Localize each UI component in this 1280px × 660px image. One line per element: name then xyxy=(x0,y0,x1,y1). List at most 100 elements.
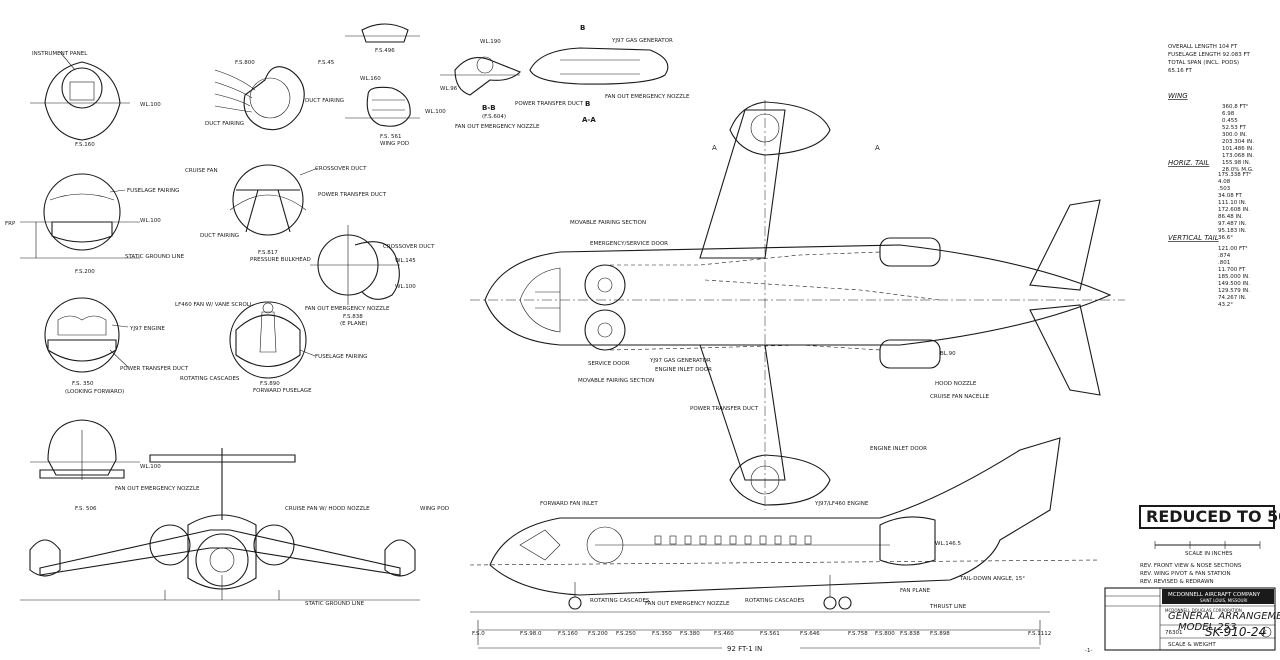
wing-title: WING xyxy=(1168,92,1188,100)
vert-tail-value: 74.267 IN. xyxy=(1218,295,1247,301)
overall-length-dimension: 92 FT-1 IN xyxy=(727,645,762,653)
vert-tail-title: VERTICAL TAIL xyxy=(1168,234,1219,242)
reduced-stamp: REDUCED TO 50% OF ORIGINAL xyxy=(1139,505,1280,529)
frp-label: FRP xyxy=(5,221,16,227)
svg-text:WL.100: WL.100 xyxy=(425,109,446,115)
horiz-tail-value: 97.487 IN. xyxy=(1218,221,1247,227)
wing-value: 6.98 xyxy=(1222,111,1235,117)
title-line-2: MODEL 253 xyxy=(1178,622,1236,633)
crossover-callout: CROSSOVER DUCT xyxy=(315,166,367,172)
horiz-tail-value: 4.08 xyxy=(1218,179,1231,185)
horiz-tail-value: 34.08 FT xyxy=(1218,193,1243,199)
cruise-fan-nacelle-callout: CRUISE FAN NACELLE xyxy=(930,394,990,400)
plan-view: A A MOVABLE FAIRING SECTION EMERGENCY/SE… xyxy=(470,100,1125,510)
section-fs838-top: F.S.800 F.S.45 DUCT FAIRING DUCT FAIRING xyxy=(205,60,344,131)
fuselage-fairing-callout: FUSELAGE FAIRING xyxy=(127,188,179,194)
section-fs838-sub: (E PLANE) xyxy=(340,321,367,327)
wing-value: 52.53 FT xyxy=(1222,125,1247,131)
general-data-line-1: OVERALL LENGTH 104 FT xyxy=(1168,44,1238,50)
section-aa: YJ97 GAS GENERATOR FAN OUT EMERGENCY NOZ… xyxy=(529,24,690,124)
general-data-table: OVERALL LENGTH 104 FT FUSELAGE LENGTH 92… xyxy=(1167,44,1251,74)
horiz-tail-value: 111.10 IN. xyxy=(1218,200,1247,206)
station-350: F.S.350 xyxy=(652,631,672,637)
crossover-callout-2: CROSSOVER DUCT xyxy=(383,244,435,250)
section-fs160: INSTRUMENT PANEL WL.100 F.S.160 xyxy=(30,51,161,148)
wing-value: 0.455 xyxy=(1222,118,1238,124)
section-fs817: CROSSOVER DUCT CRUISE FAN POWER TRANSFER… xyxy=(185,164,387,263)
section-fs160-label: F.S.160 xyxy=(75,142,95,148)
b-marker-bot: B xyxy=(585,100,590,108)
svg-text:WL.146.5: WL.146.5 xyxy=(935,541,961,547)
emergency-door-callout: EMERGENCY/SERVICE DOOR xyxy=(590,241,668,247)
duct-fairing-callout: DUCT FAIRING xyxy=(205,121,244,127)
wing-value: 360.8 FT² xyxy=(1222,103,1248,110)
section-fs496: F.S.496 xyxy=(345,23,420,54)
horiz-tail-title: HORIZ. TAIL xyxy=(1168,159,1209,167)
a-marker-right: A xyxy=(875,144,880,152)
station-561: F.S.561 xyxy=(760,631,780,637)
general-data-line-3: TOTAL SPAN (INCL. PODS) xyxy=(1167,60,1239,66)
vert-tail-value: .801 xyxy=(1218,260,1230,266)
movable-fairing-callout: MOVABLE FAIRING SECTION xyxy=(570,220,646,226)
section-fs200: FUSELAGE FAIRING FRP WL.100 STATIC GROUN… xyxy=(5,173,185,275)
section-aa-label: A-A xyxy=(582,116,596,124)
tail-down-callout: TAIL-DOWN ANGLE, 15° xyxy=(959,576,1025,582)
section-fs817-label: F.S.817 xyxy=(258,250,278,256)
vert-tail-value: 11.700 FT xyxy=(1218,267,1246,273)
section-ws561-label: F.S. 561 xyxy=(380,134,402,140)
section-fs200-label: F.S.200 xyxy=(75,269,95,275)
engine-inlet-callout-2: ENGINE INLET DOOR xyxy=(870,446,927,452)
vert-tail-value: 149.500 IN. xyxy=(1218,281,1250,287)
company-line-1: MCDONNELL AIRCRAFT COMPANY xyxy=(1168,592,1261,598)
svg-text:WL.100: WL.100 xyxy=(395,284,416,290)
reduced-stamp-text: REDUCED TO 50% OF ORIGINAL xyxy=(1146,507,1280,526)
thrust-line-callout: THRUST LINE xyxy=(929,604,967,610)
fan-out-callout-4: FAN OUT EMERGENCY NOZZLE xyxy=(605,94,690,100)
horiz-tail-value: 36.6° xyxy=(1218,235,1233,241)
rotating-cascades-callout: ROTATING CASCADES xyxy=(180,376,240,382)
yj97-gas-gen-callout-2: YJ97 GAS GENERATOR xyxy=(649,358,711,364)
lf460-callout: LF460 FAN W/ VANE SCROLL xyxy=(175,302,254,308)
cruise-fan-callout: CRUISE FAN xyxy=(185,168,218,174)
wing-value: 203.304 IN. xyxy=(1222,139,1254,145)
drawing-number: SK-910-24 xyxy=(1205,625,1266,639)
a-marker-left: A xyxy=(712,144,717,152)
general-data-line-2: FUSELAGE LENGTH 92.083 FT xyxy=(1168,52,1251,58)
power-transfer-callout-3: POWER TRANSFER DUCT xyxy=(515,101,584,107)
horiz-tail-data: HORIZ. TAIL 175.338 FT² 4.08 .503 34.08 … xyxy=(1168,159,1251,241)
svg-text:BL.90: BL.90 xyxy=(940,351,956,357)
general-data-line-4: 65.16 FT xyxy=(1168,68,1193,74)
fan-out-callout-2: FAN OUT EMERGENCY NOZZLE xyxy=(305,306,390,312)
horiz-tail-value: 175.338 FT² xyxy=(1218,171,1251,178)
station-758: F.S.758 xyxy=(848,631,868,637)
station-460: F.S.460 xyxy=(714,631,734,637)
vert-tail-value: 185.000 IN. xyxy=(1218,274,1250,280)
forward-fan-inlet-callout: FORWARD FAN INLET xyxy=(540,501,598,507)
revision-1: REV. FRONT VIEW & NOSE SECTIONS xyxy=(1140,563,1242,569)
section-fs350-label: F.S. 350 xyxy=(72,381,94,387)
yj97-engine-callout: YJ97 ENGINE xyxy=(129,326,165,332)
station-898: F.S.898 xyxy=(930,631,950,637)
wing-value: 28.0% M.G. xyxy=(1222,167,1254,173)
movable-fairing-callout-2: MOVABLE FAIRING SECTION xyxy=(578,378,654,384)
fan-plane-callout: FAN PLANE xyxy=(900,588,931,594)
svg-text:WL.145: WL.145 xyxy=(395,258,416,264)
wing-data: WING 360.8 FT² 6.98 0.455 52.53 FT 300.0… xyxy=(1168,92,1254,173)
station-800: F.S.800 xyxy=(875,631,895,637)
revision-notes: REV. FRONT VIEW & NOSE SECTIONS REV. WIN… xyxy=(1140,563,1242,585)
wl100-label-3: WL.100 xyxy=(140,464,161,470)
static-ground-callout: STATIC GROUND LINE xyxy=(125,254,185,260)
cruise-fan-hood-callout: CRUISE FAN W/ HOOD NOZZLE xyxy=(285,506,370,512)
power-transfer-callout-2: POWER TRANSFER DUCT xyxy=(318,192,387,198)
station-0: F.S.0 xyxy=(472,631,485,637)
section-fs817-sub: PRESSURE BULKHEAD xyxy=(250,257,311,263)
b-marker-top: B xyxy=(580,24,585,32)
station-380: F.S.380 xyxy=(680,631,700,637)
instrument-panel-callout: INSTRUMENT PANEL xyxy=(32,51,88,57)
section-ws561: WL.160 WL.100 F.S. 561 WING POD xyxy=(345,76,446,147)
revision-2: REV. WING PIVOT & FAN STATION xyxy=(1140,571,1231,577)
section-bb: WL.190 WL.96 B-B (F.S.604) FAN OUT EMERG… xyxy=(440,39,584,130)
station-250: F.S.250 xyxy=(616,631,636,637)
section-bb-label: B-B xyxy=(482,104,496,112)
